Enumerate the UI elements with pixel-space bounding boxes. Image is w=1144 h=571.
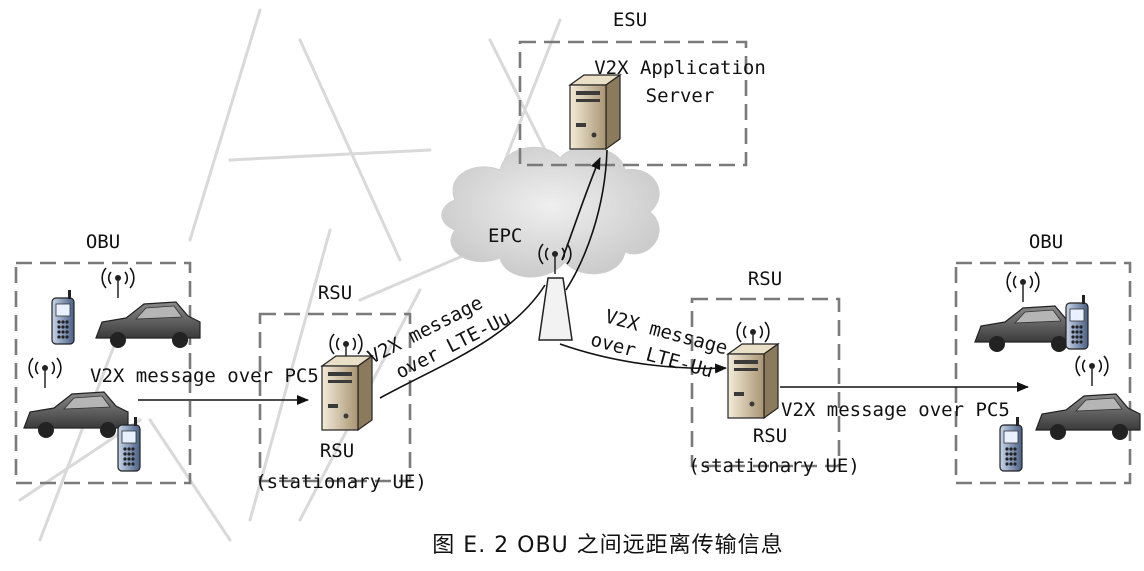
esu-box [518,40,748,167]
uu-right-arrow [559,343,727,374]
rsu-left-label-line2: (stationary UE) [255,471,427,493]
figure-caption: 图 E. 2 OBU 之间远距离传输信息 [432,533,783,558]
phone-icon [51,289,75,345]
obu-right-group-label: OBU [1029,231,1063,253]
rsu-left-box [258,312,412,483]
rsu-right-label-line2: (stationary UE) [688,455,860,477]
car-icon [23,391,129,439]
signal-icon [28,357,62,389]
car-icon [974,305,1080,353]
server-to-tower-line [565,149,608,291]
pc5-left-label: V2X message over PC5 [90,365,319,387]
base-station-icon [538,243,573,341]
uu-left-line [379,284,546,399]
rsu-right-box [690,297,841,468]
obu-left-box [14,261,192,485]
pc5-right-label: V2X message over PC5 [781,399,1010,421]
phone-icon [999,416,1023,472]
uu-right-label: V2X message over LTE-Uu [588,306,730,383]
uu-left-label: V2X message over LTE-Uu [364,292,514,384]
application-server-icon [569,74,621,150]
signal-icon [1006,271,1040,303]
epc-cloud [441,146,660,278]
esu-group-label: ESU [613,9,647,31]
tower-to-server-arrow [561,157,601,261]
phone-icon [1065,294,1089,350]
rsu-right-label-line1: RSU [753,425,787,447]
rsu-left-group-label: RSU [318,282,352,304]
rsu-right-group-label: RSU [748,268,782,290]
obu-left-group-label: OBU [86,231,120,253]
car-icon [1035,393,1141,441]
signal-icon [1075,355,1109,387]
watermark [18,8,602,542]
epc-label: EPC [488,225,522,247]
rsu-server-icon [727,343,779,419]
rsu-server-icon [321,355,373,431]
esu-server-label-line1: V2X Application [594,57,766,79]
obu-right-box [954,261,1132,485]
rsu-left-label-line1: RSU [320,440,354,462]
esu-server-label-line2: Server [646,85,715,107]
signal-icon [101,267,135,299]
phone-icon [117,416,141,472]
car-icon [95,301,201,349]
